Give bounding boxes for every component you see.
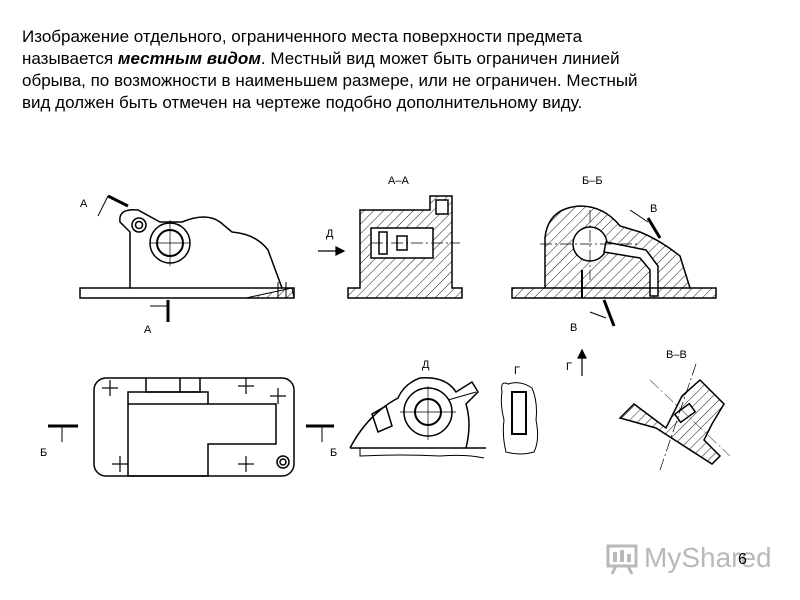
watermark: MyShared (604, 540, 772, 580)
label-v-top: В (650, 203, 657, 215)
label-v-bottom: В (570, 322, 577, 334)
view-arrow-d (318, 246, 346, 256)
top-view (93, 377, 295, 477)
text-line-2-end: . Местный вид может быть ограничен линие… (260, 49, 620, 68)
label-d-view: Д (422, 359, 430, 371)
cut-marker-a (107, 194, 170, 322)
text-line-2-start: называется (22, 49, 118, 68)
label-g-arrow: Г (566, 361, 572, 373)
term-local-view: местным видом (117, 49, 261, 68)
presentation-board-icon (606, 544, 638, 575)
section-bb (511, 205, 717, 299)
section-vv (618, 363, 731, 471)
page-number: 6 (738, 551, 747, 568)
cut-marker-v (602, 217, 662, 327)
slide-text: Изображение отдельного, ограниченного ме… (22, 26, 782, 114)
label-d-arrow: Д (326, 228, 334, 240)
label-a-top: А (80, 198, 88, 210)
text-line-4: вид должен быть отмечен на чертеже подоб… (22, 93, 583, 112)
view-arrow-g (577, 348, 587, 376)
label-b-right: Б (330, 447, 337, 459)
label-section-vv: В–В (666, 349, 687, 361)
label-section-aa: А–А (388, 175, 409, 187)
text-line-1: Изображение отдельного, ограниченного ме… (22, 27, 583, 46)
label-section-bb: Б–Б (582, 175, 603, 187)
label-b-left: Б (40, 447, 47, 459)
local-view-g (500, 382, 539, 455)
text-line-3: обрыва, по возможности в наименьшем разм… (22, 71, 638, 90)
front-view (79, 209, 295, 299)
label-a-bottom: А (144, 324, 152, 336)
section-aa (347, 195, 463, 299)
watermark-text: MyShared (644, 542, 772, 573)
label-g-view: Г (514, 365, 520, 377)
local-view-d (349, 377, 486, 459)
